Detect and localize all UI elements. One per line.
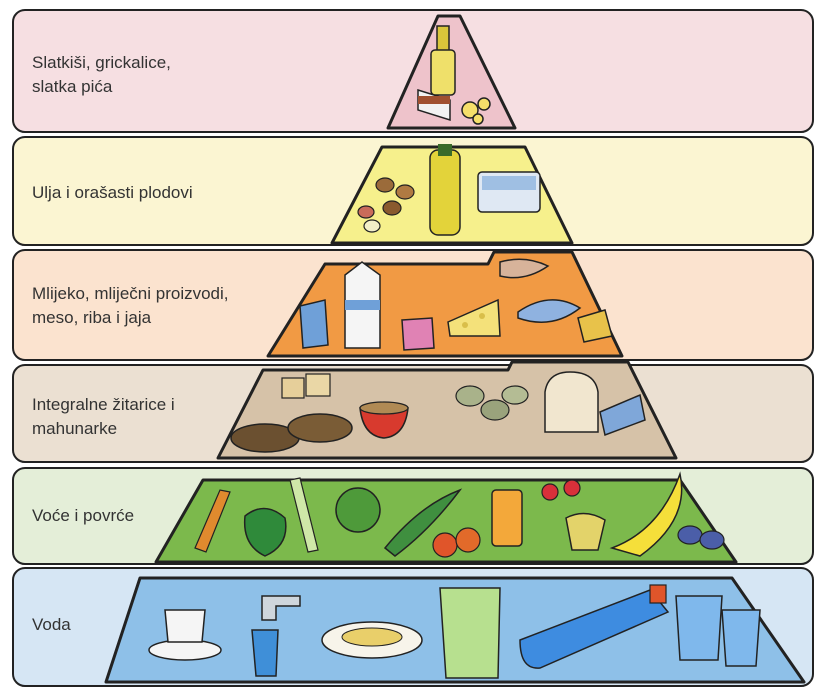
tier-protein (12, 249, 814, 361)
protein-illustration (299, 258, 613, 351)
tier-water (12, 567, 814, 687)
tier-grains (12, 360, 814, 463)
label-water: Voda (32, 615, 71, 634)
oils-nuts-illustration (357, 144, 541, 236)
label-oils-nuts: Ulja i orašasti plodovi (32, 183, 193, 202)
water-illustration (148, 584, 761, 679)
grains-illustration (230, 371, 646, 453)
label-sweets: Slatkiši, grickalice, slatka pića (32, 53, 171, 96)
label-protein: Mlijeko, mliječni proizvodi, meso, riba … (32, 284, 229, 327)
label-grains: Integralne žitarice i mahunarke (32, 395, 175, 438)
tier-oils-nuts (12, 136, 814, 246)
tier-fruit-veg (12, 467, 814, 565)
label-fruit-veg: Voće i povrće (32, 506, 135, 525)
sweets-illustration (417, 25, 491, 125)
tier-sweets (12, 9, 814, 133)
fruit-veg-illustration (194, 471, 725, 558)
